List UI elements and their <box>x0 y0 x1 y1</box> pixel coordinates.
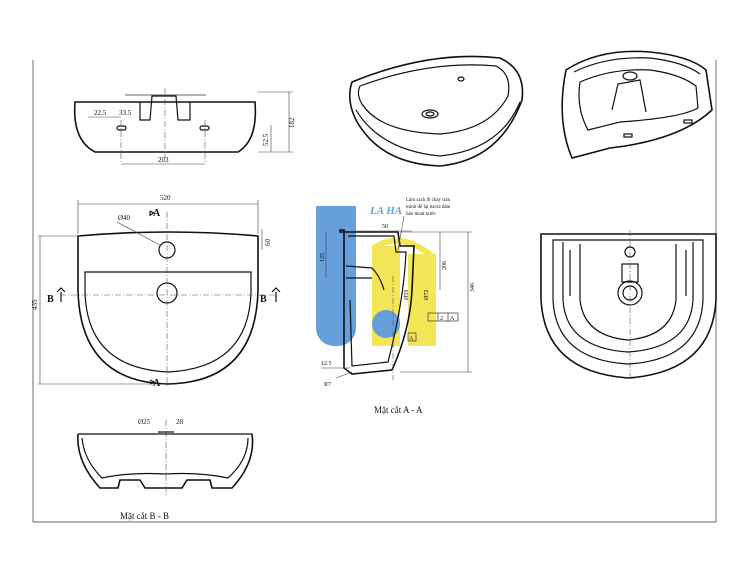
tolerance-value: 2 <box>440 316 443 322</box>
isometric-view-rear <box>561 50 713 159</box>
dim-125: 125 <box>320 253 326 262</box>
dim-22-5: 22.5 <box>94 109 107 117</box>
dim-346: 346 <box>470 283 476 292</box>
dim-d25: Ø25 <box>138 418 151 426</box>
dim-50: 50 <box>382 224 388 230</box>
note-line-3: bảo thoát nước <box>406 212 437 217</box>
dim-435: 435 <box>31 299 39 310</box>
section-marker-a-top: A <box>153 208 161 219</box>
watermark-logo: LA HA <box>316 205 436 346</box>
section-bb-view: Ø25 28 Mặt cắt B - B <box>77 418 254 521</box>
dim-520: 520 <box>160 194 171 202</box>
note-line-1: Làm sạch lỗ chảy tràn <box>406 197 451 203</box>
watermark-text: LA HA <box>369 205 402 217</box>
section-marker-a-bottom: A <box>153 378 161 389</box>
dim-d59: Ø59 <box>404 290 410 300</box>
tolerance-datum: A <box>450 316 455 322</box>
dim-33-5: 33.5 <box>119 109 132 117</box>
dim-r7: R7 <box>324 382 331 388</box>
note-line-2: tránh để lại bavia đảm <box>406 204 451 210</box>
plan-view: 520 435 Ø40 60 A A B B <box>31 194 281 389</box>
dim-12-5: 12.5 <box>321 361 332 367</box>
section-bb-caption: Mặt cắt B - B <box>120 511 169 521</box>
dim-203: 203 <box>158 156 169 164</box>
section-aa-caption: Mặt cắt A - A <box>374 405 423 415</box>
dim-d72: Ø72 <box>424 290 430 300</box>
isometric-view-front <box>348 55 524 167</box>
dim-206: 206 <box>442 261 448 270</box>
dim-60: 60 <box>264 239 272 247</box>
underside-view <box>540 230 717 380</box>
dim-52-5: 52.5 <box>262 133 270 146</box>
datum-box-a: A <box>409 336 414 342</box>
section-marker-b-left: B <box>47 294 54 305</box>
section-aa-view: LA HA 50 125 206 346 Ø59 Ø72 12.5 R7 2 A… <box>316 197 476 415</box>
dim-d40: Ø40 <box>118 214 131 222</box>
dim-28: 28 <box>176 418 184 426</box>
dim-182: 182 <box>288 117 296 128</box>
top-elevation-view: 22.5 33.5 203 52.5 182 <box>73 88 296 165</box>
section-marker-b-right: B <box>260 294 267 305</box>
